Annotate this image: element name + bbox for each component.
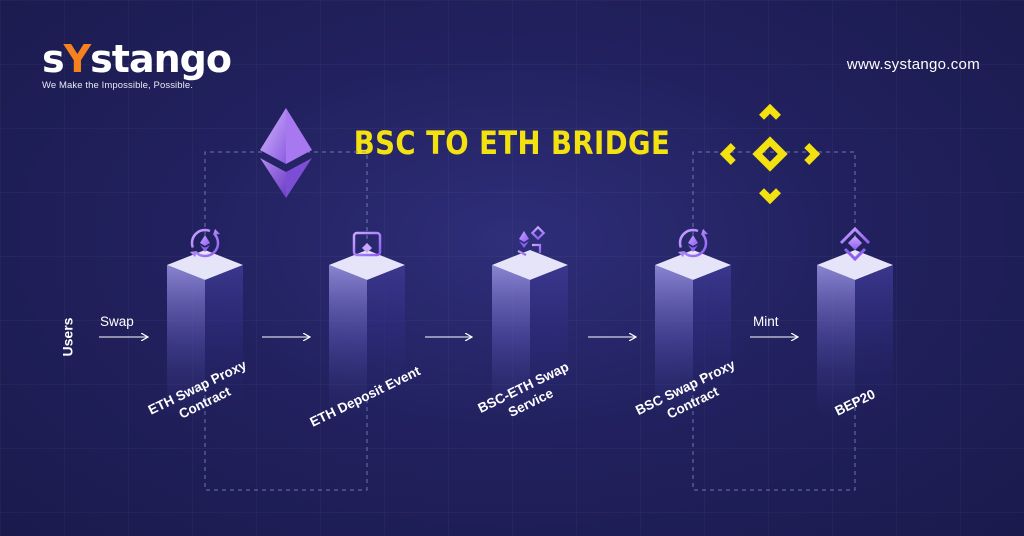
calendar-event-icon	[352, 229, 382, 257]
swap-label: Swap	[100, 314, 134, 329]
bsc-dashed-connector	[692, 151, 856, 491]
bnb-token-icon	[839, 226, 871, 262]
website-url: www.systango.com	[846, 56, 980, 73]
users-label: Users	[59, 317, 76, 357]
diagram-title: BSC TO ETH BRIDGE	[353, 124, 671, 162]
node-pillar-2	[329, 229, 405, 425]
binance-logo-icon	[719, 103, 821, 205]
rotate-swap-icon	[190, 228, 220, 258]
ethereum-logo-icon	[260, 108, 312, 198]
rotate-swap-icon	[678, 228, 708, 258]
mint-label: Mint	[753, 314, 779, 329]
node-pillar-1	[167, 228, 243, 425]
node-pillar-4	[655, 228, 731, 425]
brand-tagline: We Make the Impossible, Possible.	[42, 80, 193, 91]
node-pillar-3	[492, 225, 568, 425]
brand-logo: sYstango We Make the Impossible, Possibl…	[42, 37, 232, 91]
node-pillar-5	[817, 226, 893, 425]
exchange-service-icon	[517, 225, 546, 256]
brand-wordmark: sYstango	[42, 37, 232, 81]
